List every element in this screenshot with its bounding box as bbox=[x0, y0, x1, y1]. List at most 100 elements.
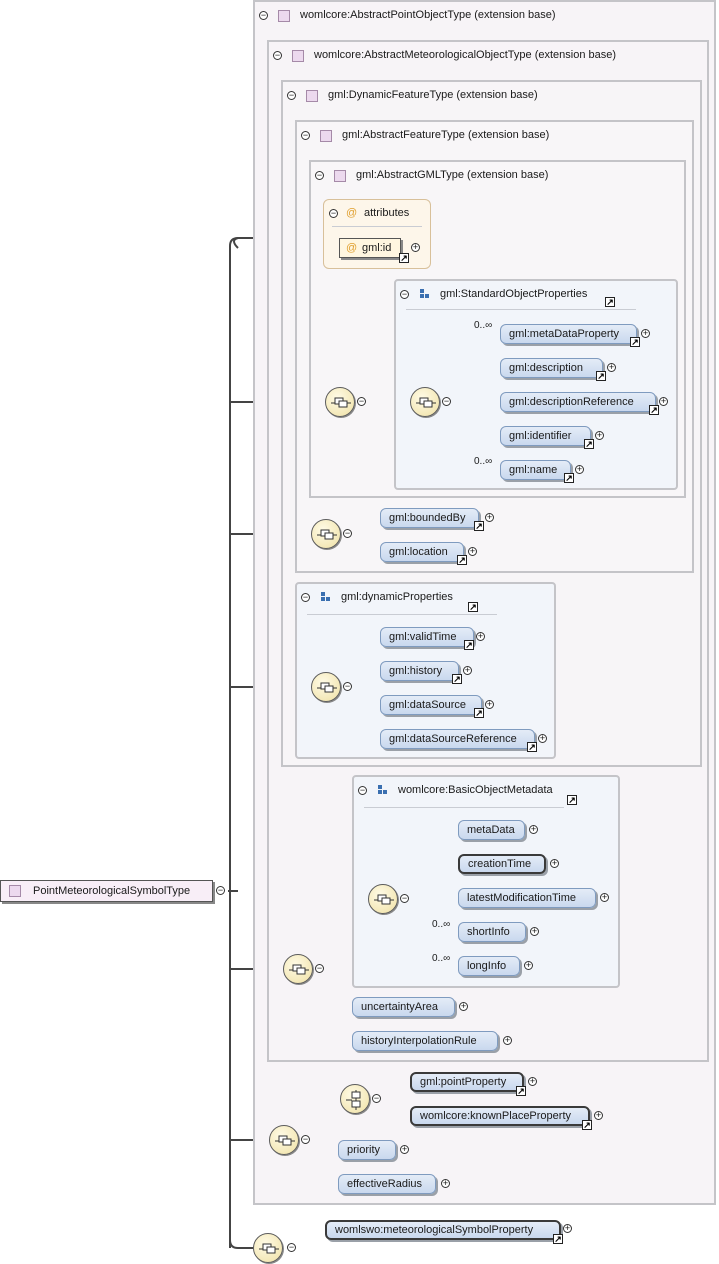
expand-icon[interactable]: + bbox=[538, 733, 547, 743]
collapse-icon[interactable]: − bbox=[301, 130, 310, 140]
expand-icon[interactable]: + bbox=[529, 824, 538, 834]
expand-icon[interactable]: + bbox=[563, 1223, 572, 1233]
element-metadataproperty[interactable]: gml:metaDataProperty bbox=[500, 324, 637, 344]
sequence-compositor[interactable] bbox=[368, 884, 398, 914]
expand-icon[interactable]: + bbox=[485, 699, 494, 709]
expand-icon[interactable]: + bbox=[600, 892, 609, 902]
expand-icon[interactable]: + bbox=[595, 430, 604, 440]
link-icon[interactable]: ↗ bbox=[596, 371, 606, 381]
expand-icon[interactable]: + bbox=[411, 242, 420, 252]
expand-icon[interactable]: + bbox=[476, 631, 485, 641]
element-datasource[interactable]: gml:dataSource bbox=[380, 695, 482, 715]
element-metadata[interactable]: metaData bbox=[458, 820, 525, 840]
complex-type-icon bbox=[292, 50, 304, 62]
collapse-icon[interactable]: − bbox=[301, 1134, 310, 1144]
sequence-compositor[interactable] bbox=[325, 387, 355, 417]
element-effectiveradius[interactable]: effectiveRadius bbox=[338, 1174, 436, 1194]
collapse-icon[interactable]: − bbox=[343, 681, 352, 691]
attribute-gml-id[interactable]: @ gml:id bbox=[339, 238, 401, 258]
collapse-icon[interactable]: − bbox=[259, 10, 268, 20]
collapse-icon[interactable]: − bbox=[315, 963, 324, 973]
collapse-icon[interactable]: − bbox=[400, 289, 409, 299]
expand-icon[interactable]: + bbox=[594, 1110, 603, 1120]
sequence-compositor[interactable] bbox=[253, 1233, 283, 1263]
collapse-icon[interactable]: − bbox=[372, 1093, 381, 1103]
link-icon[interactable]: ↗ bbox=[630, 337, 640, 347]
element-shortinfo[interactable]: shortInfo bbox=[458, 922, 526, 942]
expand-icon[interactable]: + bbox=[528, 1076, 537, 1086]
collapse-icon[interactable]: − bbox=[329, 208, 338, 218]
complex-type-icon bbox=[306, 90, 318, 102]
expand-icon[interactable]: + bbox=[575, 464, 584, 474]
sequence-compositor[interactable] bbox=[410, 387, 440, 417]
link-icon[interactable]: ↗ bbox=[452, 674, 462, 684]
type-title: womlcore:AbstractMeteorologicalObjectTyp… bbox=[314, 49, 617, 61]
expand-icon[interactable]: + bbox=[485, 512, 494, 522]
expand-icon[interactable]: + bbox=[659, 396, 668, 406]
element-historyinterpolationrule[interactable]: historyInterpolationRule bbox=[352, 1031, 498, 1051]
link-icon[interactable]: ↗ bbox=[553, 1234, 563, 1244]
link-icon[interactable]: ↗ bbox=[582, 1120, 592, 1130]
expand-icon[interactable]: + bbox=[459, 1001, 468, 1011]
element-meteorologicalsymbolproperty[interactable]: womlswo:meteorologicalSymbolProperty bbox=[325, 1220, 561, 1240]
element-validtime[interactable]: gml:validTime bbox=[380, 627, 474, 647]
element-location[interactable]: gml:location bbox=[380, 542, 464, 562]
expand-icon[interactable]: + bbox=[441, 1178, 450, 1188]
root-element[interactable]: PointMeteorologicalSymbolType bbox=[0, 880, 213, 902]
link-icon[interactable]: ↗ bbox=[399, 253, 409, 263]
element-history[interactable]: gml:history bbox=[380, 661, 459, 681]
element-description[interactable]: gml:description bbox=[500, 358, 603, 378]
collapse-icon[interactable]: − bbox=[400, 893, 409, 903]
element-priority[interactable]: priority bbox=[338, 1140, 396, 1160]
collapse-icon[interactable]: − bbox=[287, 1242, 296, 1252]
expand-icon[interactable]: + bbox=[400, 1144, 409, 1154]
link-icon[interactable]: ↗ bbox=[605, 297, 615, 307]
element-creationtime[interactable]: creationTime bbox=[458, 854, 546, 874]
element-pointproperty[interactable]: gml:pointProperty bbox=[410, 1072, 524, 1092]
collapse-icon[interactable]: − bbox=[358, 785, 367, 795]
expand-icon[interactable]: + bbox=[468, 546, 477, 556]
link-icon[interactable]: ↗ bbox=[468, 602, 478, 612]
element-knownplaceproperty[interactable]: womlcore:knownPlaceProperty bbox=[410, 1106, 590, 1126]
element-datasourcereference[interactable]: gml:dataSourceReference bbox=[380, 729, 535, 749]
element-longinfo[interactable]: longInfo bbox=[458, 956, 520, 976]
expand-icon[interactable]: + bbox=[503, 1035, 512, 1045]
sequence-compositor[interactable] bbox=[311, 519, 341, 549]
link-icon[interactable]: ↗ bbox=[564, 473, 574, 483]
sequence-compositor[interactable] bbox=[269, 1125, 299, 1155]
expand-icon[interactable]: + bbox=[524, 960, 533, 970]
collapse-icon[interactable]: − bbox=[301, 592, 310, 602]
element-descriptionreference[interactable]: gml:descriptionReference bbox=[500, 392, 656, 412]
link-icon[interactable]: ↗ bbox=[527, 742, 537, 752]
expand-icon[interactable]: + bbox=[550, 858, 559, 868]
separator bbox=[406, 309, 636, 310]
complex-type-icon bbox=[9, 885, 21, 897]
collapse-icon[interactable]: − bbox=[442, 396, 451, 406]
link-icon[interactable]: ↗ bbox=[584, 439, 594, 449]
element-name[interactable]: gml:name bbox=[500, 460, 571, 480]
expand-icon[interactable]: + bbox=[641, 328, 650, 338]
element-uncertaintyarea[interactable]: uncertaintyArea bbox=[352, 997, 455, 1017]
sequence-compositor[interactable] bbox=[311, 672, 341, 702]
link-icon[interactable]: ↗ bbox=[516, 1086, 526, 1096]
expand-icon[interactable]: + bbox=[463, 665, 472, 675]
choice-compositor[interactable] bbox=[340, 1084, 370, 1114]
link-icon[interactable]: ↗ bbox=[474, 708, 484, 718]
element-boundedby[interactable]: gml:boundedBy bbox=[380, 508, 479, 528]
collapse-icon[interactable]: − bbox=[287, 90, 296, 100]
link-icon[interactable]: ↗ bbox=[464, 640, 474, 650]
collapse-icon[interactable]: − bbox=[273, 50, 282, 60]
link-icon[interactable]: ↗ bbox=[474, 521, 484, 531]
expand-icon[interactable]: + bbox=[530, 926, 539, 936]
link-icon[interactable]: ↗ bbox=[567, 795, 577, 805]
collapse-icon[interactable]: − bbox=[216, 885, 225, 895]
collapse-icon[interactable]: − bbox=[343, 528, 352, 538]
element-latestmodificationtime[interactable]: latestModificationTime bbox=[458, 888, 596, 908]
sequence-compositor[interactable] bbox=[283, 954, 313, 984]
link-icon[interactable]: ↗ bbox=[457, 555, 467, 565]
element-identifier[interactable]: gml:identifier bbox=[500, 426, 591, 446]
collapse-icon[interactable]: − bbox=[315, 170, 324, 180]
expand-icon[interactable]: + bbox=[607, 362, 616, 372]
collapse-icon[interactable]: − bbox=[357, 396, 366, 406]
link-icon[interactable]: ↗ bbox=[649, 405, 659, 415]
